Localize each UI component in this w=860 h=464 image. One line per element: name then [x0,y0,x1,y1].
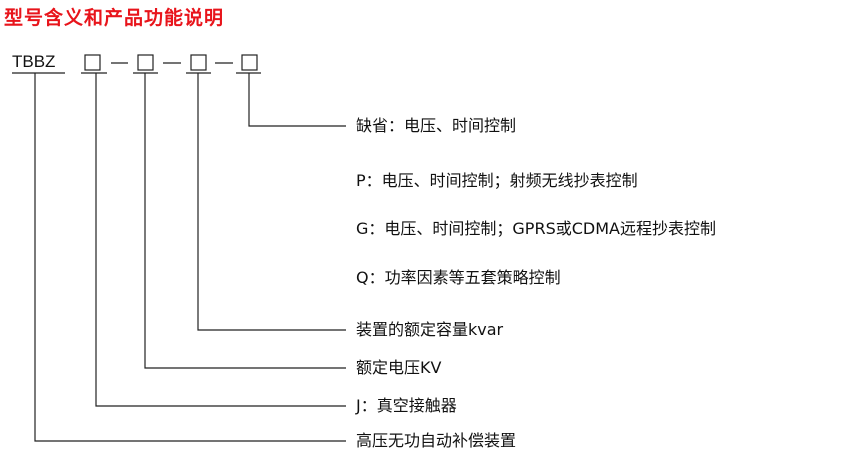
leader-option [248,73,346,127]
placeholder-box-4 [241,54,258,71]
option-q: Q：功率因素等五套策略控制 [356,268,561,287]
leader-device [34,73,346,442]
placeholder-box-1 [84,54,101,71]
leader-voltage [144,73,346,369]
field-voltage: 额定电压KV [356,358,442,377]
leader-contactor [95,73,346,407]
placeholder-box-3 [190,54,207,71]
option-g: G：电压、时间控制；GPRS或CDMA远程抄表控制 [356,219,716,238]
field-contactor: J：真空接触器 [356,396,457,415]
leader-capacity [197,73,346,331]
field-capacity: 装置的额定容量kvar [356,320,504,339]
section-title: 型号含义和产品功能说明 [4,7,225,29]
placeholder-box-2 [137,54,154,71]
option-default: 缺省：电压、时间控制 [356,116,517,135]
field-device: 高压无功自动补偿装置 [356,431,517,450]
model-code: TBBZ [12,52,56,71]
option-p: P：电压、时间控制；射频无线抄表控制 [356,171,638,190]
